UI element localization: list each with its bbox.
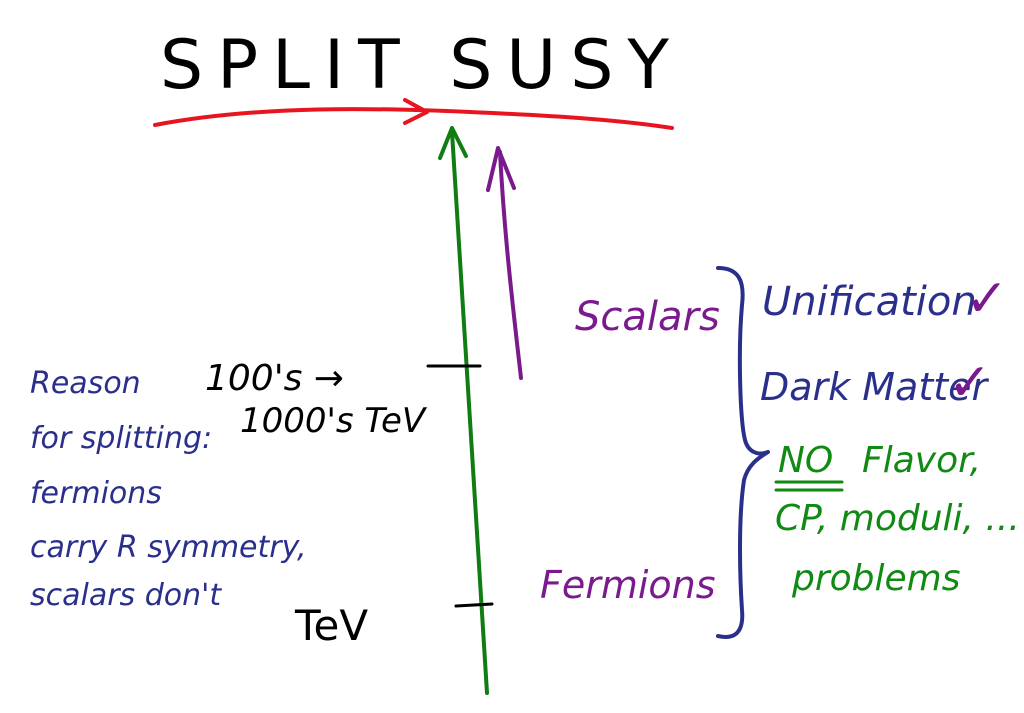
upper-scale-label-line1: 100's → bbox=[205, 358, 344, 399]
underline-arrowhead bbox=[403, 98, 429, 125]
dark-matter-label: Dark Matter bbox=[760, 365, 990, 409]
reason-line-5: scalars don't bbox=[30, 578, 222, 613]
dark-matter-check-icon: ✓ bbox=[948, 353, 992, 413]
benefits-brace bbox=[716, 266, 770, 639]
unification-check-icon: ✓ bbox=[965, 269, 1009, 329]
reason-line-2: for splitting: bbox=[30, 421, 212, 456]
cp-moduli-label: CP, moduli, ... bbox=[775, 498, 1020, 539]
diagram-title: SPLIT SUSY bbox=[160, 26, 683, 105]
lower-scale-tick bbox=[454, 602, 494, 608]
flavor-label: Flavor, bbox=[862, 440, 981, 481]
no-label: NO bbox=[778, 440, 833, 481]
unification-label: Unification bbox=[762, 279, 977, 325]
scalars-arrowhead bbox=[486, 146, 516, 192]
reason-line-3: fermions bbox=[30, 476, 162, 511]
upper-scale-label-line2: 1000's TeV bbox=[240, 401, 428, 441]
energy-axis bbox=[450, 130, 489, 695]
scalars-arrow bbox=[498, 150, 523, 380]
reason-line-1: Reason bbox=[30, 366, 141, 401]
lower-scale-label: TeV bbox=[294, 601, 368, 650]
scalars-label: Scalars bbox=[575, 294, 720, 340]
problems-label: problems bbox=[791, 558, 961, 599]
fermions-label: Fermions bbox=[540, 563, 716, 607]
title-underline bbox=[153, 107, 674, 130]
reason-line-4: carry R symmetry, bbox=[30, 530, 307, 565]
energy-axis-arrowhead bbox=[438, 126, 468, 160]
